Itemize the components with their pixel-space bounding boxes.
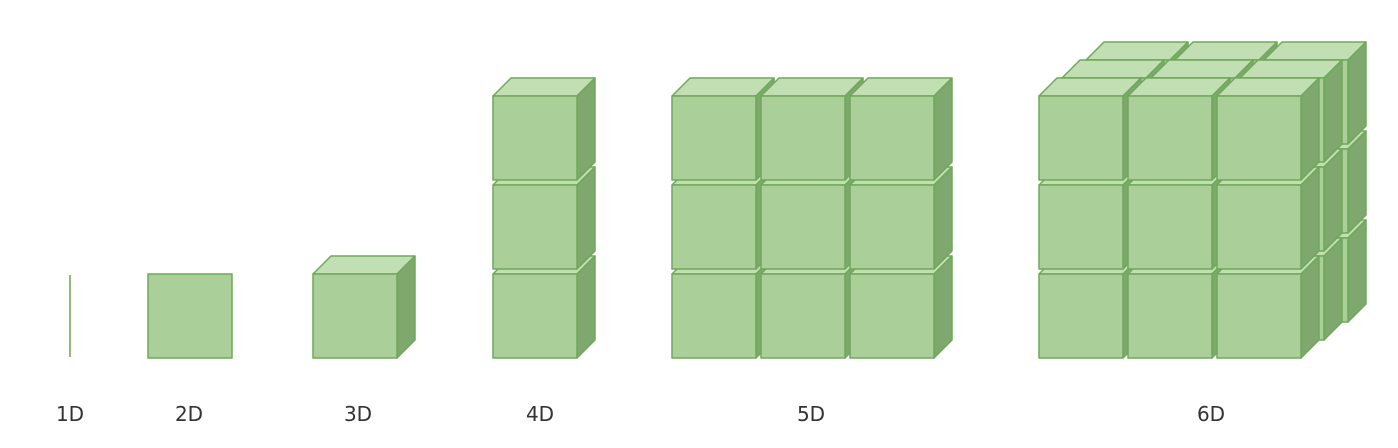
- label-3d: 3D: [344, 402, 372, 426]
- cube-6d-l2r2c3-side: [1323, 148, 1343, 252]
- label-5d: 5D: [797, 402, 825, 426]
- cube-6d-l2r1c3-side: [1323, 237, 1343, 341]
- cube-6d-l1r3c3-side: [1347, 41, 1367, 145]
- cube-5d-r1c3-side: [933, 255, 953, 359]
- label-2d: 2D: [175, 402, 203, 426]
- cube-6d-l3r3c1-front: [1038, 95, 1124, 181]
- cube-4d-3-front: [492, 95, 578, 181]
- cube-6d-l2r3c3-side: [1323, 59, 1343, 163]
- cube-5d-r3c2-front: [760, 95, 846, 181]
- label-1d: 1D: [56, 402, 84, 426]
- cube-5d-r2c3-front: [849, 184, 935, 270]
- cube-6d-l1r2c3-side: [1347, 130, 1367, 234]
- cube-5d-r1c1-front: [671, 273, 757, 359]
- cube-3d-front: [312, 273, 398, 359]
- cube-6d-l3r1c1-front: [1038, 273, 1124, 359]
- cube-6d-l3r3c2-front: [1127, 95, 1213, 181]
- cube-6d-l3r2c3-side: [1300, 166, 1320, 270]
- dimension-shapes: [69, 41, 1367, 359]
- cube-4d-1-side: [576, 255, 596, 359]
- cube-5d-r2c3-side: [933, 166, 953, 270]
- cube-6d-l1r1c3-side: [1347, 219, 1367, 323]
- cube-5d-r1c3-front: [849, 273, 935, 359]
- label-4d: 4D: [526, 402, 554, 426]
- cube-6d-l3r2c2-front: [1127, 184, 1213, 270]
- cube-4d-3-side: [576, 77, 596, 181]
- cube-5d-r3c1-front: [671, 95, 757, 181]
- cube-6d-l3r2c3-front: [1216, 184, 1302, 270]
- cube-6d-l3r1c2-front: [1127, 273, 1213, 359]
- cube-5d-r2c2-front: [760, 184, 846, 270]
- cube-5d-r1c2-front: [760, 273, 846, 359]
- cube-6d-l3r1c3-front: [1216, 273, 1302, 359]
- cube-6d-l3r3c3-front: [1216, 95, 1302, 181]
- cube-4d-1-front: [492, 273, 578, 359]
- cube-4d-2-side: [576, 166, 596, 270]
- cube-3d-side: [396, 255, 416, 359]
- cube-5d-r3c3-front: [849, 95, 935, 181]
- cube-6d-l3r2c1-front: [1038, 184, 1124, 270]
- cube-5d-r3c3-side: [933, 77, 953, 181]
- cube-6d-l3r1c3-side: [1300, 255, 1320, 359]
- square-2d: [147, 273, 233, 359]
- cube-4d-2-front: [492, 184, 578, 270]
- cube-5d-r2c1-front: [671, 184, 757, 270]
- label-6d: 6D: [1197, 402, 1225, 426]
- cube-6d-l3r3c3-side: [1300, 77, 1320, 181]
